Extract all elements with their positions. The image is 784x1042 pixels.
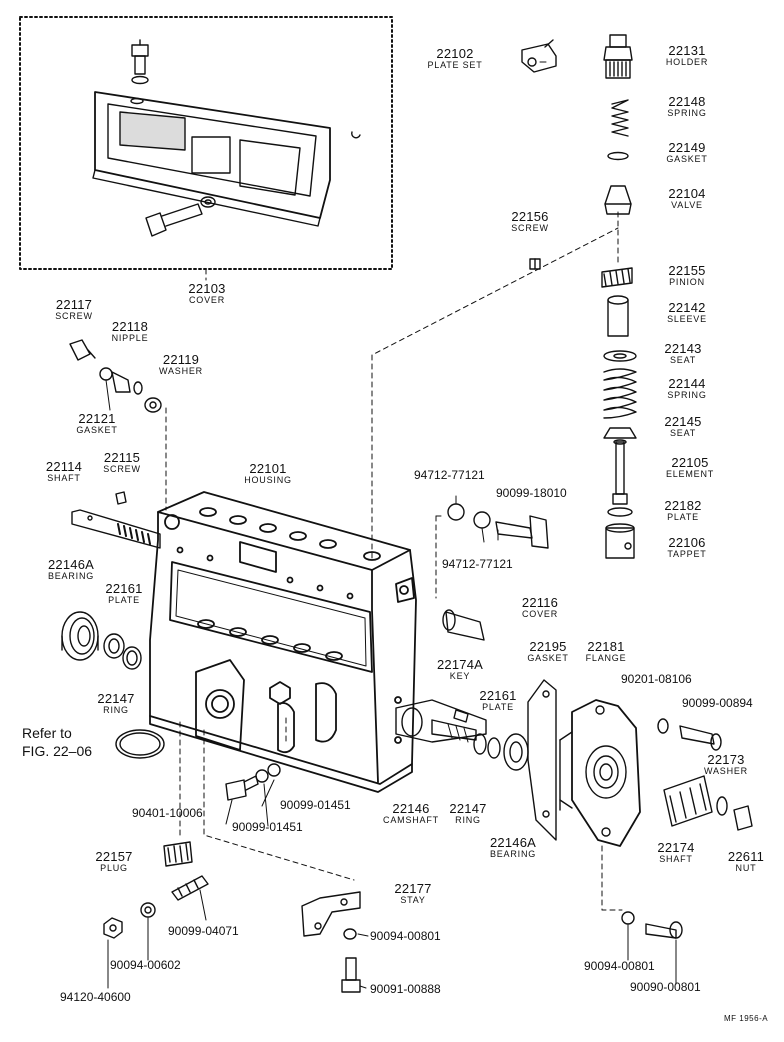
pn-90091-00888: 90091-00888 (370, 982, 441, 996)
pn-90099-18010: 90099-18010 (496, 486, 567, 500)
rack-shaft-part (72, 510, 160, 548)
pn-90090-00801: 90090-00801 (630, 980, 701, 994)
pn-94120-40600: 94120-40600 (60, 990, 131, 1004)
plate-set-part (522, 40, 556, 72)
figure-code: MF 1956-A (724, 1014, 769, 1023)
reference-line-1: Refer to (22, 725, 72, 741)
cover-assembly (93, 40, 360, 236)
flange-group (528, 680, 640, 846)
camshaft-group (396, 700, 528, 770)
pn-94712-77121-b: 94712-77121 (442, 557, 513, 571)
housing-part (150, 492, 416, 792)
screw-22115-part (116, 492, 126, 504)
pn-90094-00801-b: 90094-00801 (584, 959, 655, 973)
nipple-group (70, 340, 161, 412)
pn-90094-00602: 90094-00602 (110, 958, 181, 972)
pn-90099-00894: 90099-00894 (682, 696, 753, 710)
reference-line-2: FIG. 22–06 (22, 742, 93, 759)
pn-90201-08106: 90201-08106 (621, 672, 692, 686)
pn-90094-00801-a: 90094-00801 (370, 929, 441, 943)
pn-90401-10006: 90401-10006 (132, 806, 203, 820)
o-ring-part (116, 730, 164, 758)
flange-bolt-group (658, 719, 721, 750)
pn-90099-01451-a: 90099-01451 (280, 798, 351, 812)
pn-94712-77121-a: 94712-77121 (414, 468, 485, 482)
screw-22156-part (530, 259, 540, 269)
lower-fasteners (104, 764, 682, 992)
solid-leaders (106, 62, 676, 988)
coupling-group (664, 776, 752, 830)
figure-reference-note: Refer to FIG. 22–06 (22, 725, 92, 760)
leader-lines (166, 212, 622, 910)
cover-group-boundary (20, 17, 392, 269)
pn-90099-04071: 90099-04071 (168, 924, 239, 938)
pn-90099-01451-b: 90099-01451 (232, 820, 303, 834)
cover-plug-group (443, 504, 548, 640)
element-stack (602, 35, 636, 558)
bearing-left-group (62, 612, 141, 669)
